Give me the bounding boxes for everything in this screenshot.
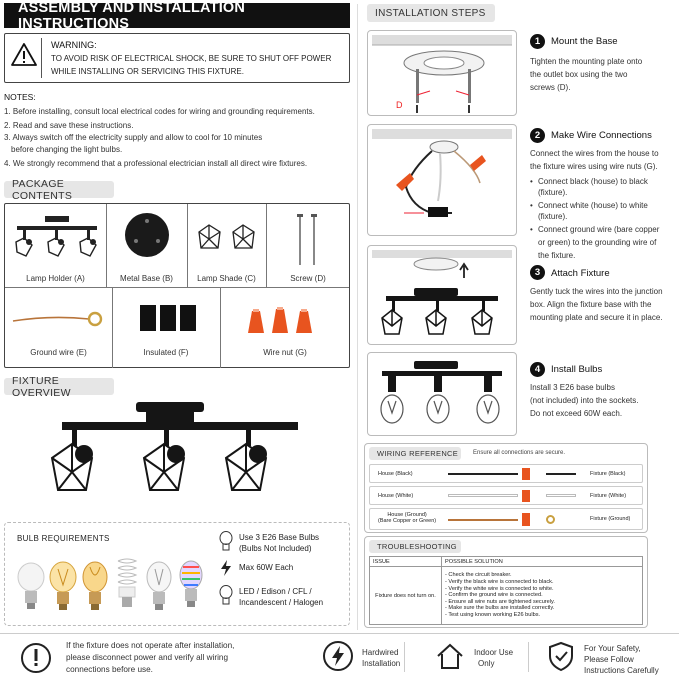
bulb-base-icon [219, 531, 233, 551]
step-2-bullet-2: Connect white (house) to white (fixture)… [530, 200, 679, 222]
bulb-spec-types-1: LED / Edison / CFL / [239, 587, 312, 596]
fixture-overview-illustration [50, 402, 298, 491]
bulb-spec-base: Use 3 E26 Base Bulbs [239, 533, 320, 542]
warning-triangle-icon [11, 43, 37, 66]
note-item-4: 4. We strongly recommend that a professi… [4, 159, 308, 168]
troubleshooting-box: TROUBLESHOOTING ISSUE POSSIBLE SOLUTION … [364, 536, 648, 628]
package-label-lamp-holder: Lamp Holder (A) [26, 274, 85, 283]
package-item-lamp-holder: Lamp Holder (A) [5, 204, 106, 287]
package-label-ground-wire: Ground wire (E) [30, 348, 87, 357]
footer-safety: For Your Safety, Please Follow Instructi… [584, 644, 659, 675]
bulb-type-icon [219, 585, 233, 605]
step-2-title: Make Wire Connections [551, 130, 652, 141]
step-2-text: Connect the wires from the house to the … [530, 148, 679, 261]
screw-icon [297, 214, 317, 265]
warning-divider [41, 38, 42, 78]
package-label-screw: Screw (D) [290, 274, 326, 283]
troubleshooting-issue: Fixture does not turn on. [369, 566, 442, 625]
step-2-number: 2 [530, 128, 545, 143]
footer-hardwired: Hardwired Installation [362, 648, 401, 668]
wiring-reference-heading: WIRING REFERENCE [369, 447, 461, 460]
wiring-reference-box: WIRING REFERENCE Ensure all connections … [364, 443, 648, 533]
package-item-metal-base: Metal Base (B) [106, 204, 187, 287]
assembly-title-banner: ASSEMBLY AND INSTALLATION INSTRUCTIONS [4, 0, 350, 32]
bulb-spec-wattage: Max 60W Each [239, 563, 294, 572]
column-divider [357, 4, 358, 630]
wiring-reference-note: Ensure all connections are secure. [473, 450, 566, 456]
lightning-icon [221, 560, 231, 576]
step-2-bullet-1: Connect black (house) to black (fixture)… [530, 176, 679, 198]
step-3-text: Gently tuck the wires into the junction … [530, 287, 663, 322]
wiring-row-ground: House (Ground) (Bare Copper or Green) Fi… [369, 508, 643, 530]
step-1-number: 1 [530, 34, 545, 49]
package-item-ground-wire: Ground wire (E) [5, 287, 112, 368]
troubleshooting-table: ISSUE POSSIBLE SOLUTION Fixture does not… [369, 556, 643, 625]
step-3-title: Attach Fixture [551, 268, 610, 279]
troubleshooting-heading: TROUBLESHOOTING [369, 540, 461, 553]
hardwired-bolt-icon [323, 641, 353, 671]
package-contents-heading: PACKAGE CONTENTS [4, 178, 114, 202]
footer-indoor: Indoor Use Only [474, 648, 514, 668]
footer-message: If the fixture does not operate after in… [66, 641, 235, 674]
step-1-text: Tighten the mounting plate onto the outl… [530, 57, 643, 92]
insulated-tape-icon [140, 305, 196, 331]
installation-steps-heading: INSTALLATION STEPS [367, 4, 495, 22]
wiring-row-white: House (White) Fixture (White) [369, 486, 643, 505]
footer: If the fixture does not operate after in… [0, 633, 679, 685]
bulb-requirements-heading: BULB REQUIREMENTS [17, 534, 110, 543]
assembly-title: ASSEMBLY AND INSTALLATION INSTRUCTIONS [18, 0, 246, 32]
step-4-image [367, 352, 517, 436]
bulb-spec-not-included: (Bulbs Not Included) [239, 544, 312, 553]
troubleshooting-col-issue: ISSUE [369, 556, 442, 567]
package-label-metal-base: Metal Base (B) [120, 274, 173, 283]
bulb-spec-types-2: Incandescent / Halogen [239, 598, 324, 607]
step-1-label-d: D [396, 100, 403, 110]
warning-box: WARNING: TO AVOID RISK OF ELECTRICAL SHO… [4, 33, 350, 83]
indoor-house-icon [437, 643, 463, 669]
step-4-text: Install 3 E26 base bulbs (not included) … [530, 383, 639, 418]
note-item-1: 1. Before installing, consult local elec… [4, 107, 315, 116]
troubleshooting-col-solution: POSSIBLE SOLUTION [441, 556, 643, 567]
step-4-title: Install Bulbs [551, 364, 603, 375]
package-item-wire-nut: Wire nut (G) [220, 287, 350, 368]
step-2-image [367, 124, 517, 236]
exclamation-icon [21, 643, 51, 673]
package-contents-box: Lamp Holder (A) Metal Base (B) Lamp Shad… [4, 203, 350, 368]
step-4-number: 4 [530, 362, 545, 377]
safety-shield-icon [549, 641, 573, 672]
step-1-title: Mount the Base [551, 36, 618, 47]
note-item-3-cont: before changing the light bulbs. [11, 145, 123, 154]
bulb-types-illustration [17, 558, 203, 610]
step-1-image: D [367, 30, 517, 116]
package-label-lamp-shade: Lamp Shade (C) [197, 274, 256, 283]
package-item-lamp-shade: Lamp Shade (C) [187, 204, 266, 287]
step-3-number: 3 [530, 265, 545, 280]
warning-line-1: TO AVOID RISK OF ELECTRICAL SHOCK, BE SU… [51, 54, 332, 63]
note-item-3: 3. Always switch off the electricity sup… [4, 133, 263, 142]
package-label-insulated: Insulated (F) [143, 348, 189, 357]
bulb-requirements-box: BULB REQUIREMENTS Use 3 E26 Base Bulbs (… [4, 522, 350, 626]
warning-heading: WARNING: [51, 40, 97, 50]
package-item-insulated: Insulated (F) [112, 287, 220, 368]
lamp-holder-icon [15, 216, 97, 257]
metal-base-icon [125, 213, 169, 257]
package-item-screw: Screw (D) [266, 204, 350, 287]
notes-heading: NOTES: [4, 92, 36, 102]
wire-nut-icon [248, 307, 312, 333]
step-3-image [367, 245, 517, 345]
package-label-wire-nut: Wire nut (G) [263, 348, 307, 357]
warning-line-2: WHILE INSTALLING OR SERVICING THIS FIXTU… [51, 67, 244, 76]
ground-wire-icon [12, 311, 103, 327]
lamp-shade-icon [198, 224, 255, 249]
note-item-2: 2. Read and save these instructions. [4, 121, 134, 130]
step-2-bullet-3: Connect ground wire (bare copper [530, 224, 679, 235]
wiring-row-black: House (Black) Fixture (Black) [369, 464, 643, 483]
fixture-overview-heading: FIXTURE OVERVIEW [4, 375, 114, 399]
